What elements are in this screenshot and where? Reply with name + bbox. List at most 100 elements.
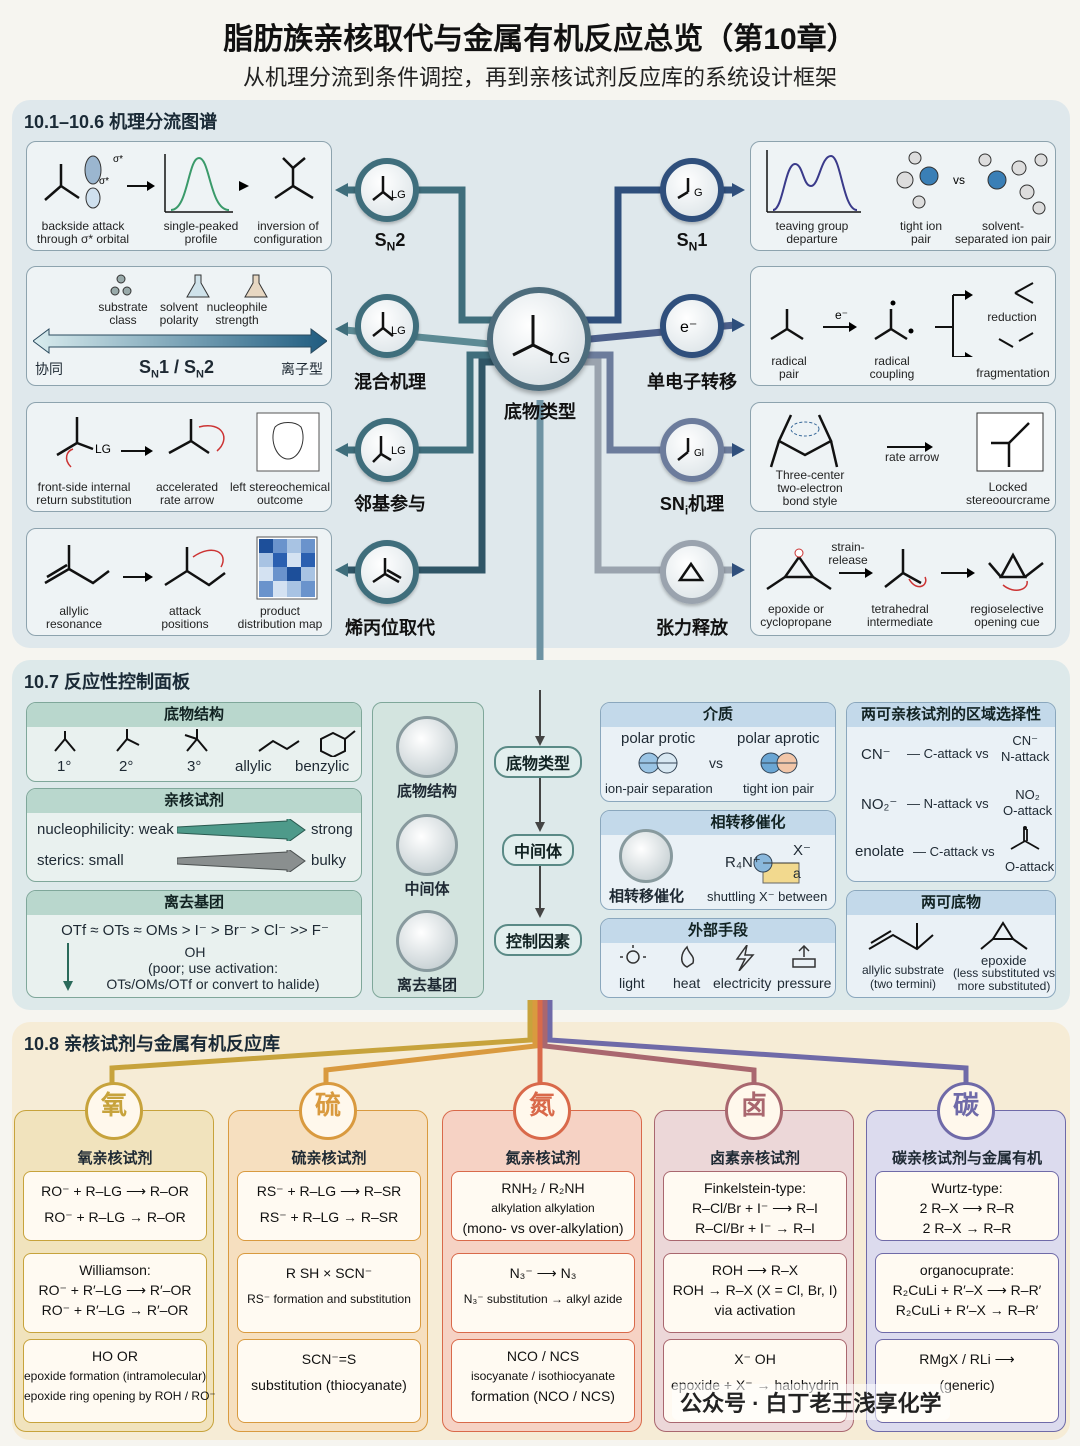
svg-text:LG: LG [391,445,406,457]
sn1-illustration: vs [757,146,1053,218]
flow-control-factors[interactable]: 控制因素 [494,924,582,956]
node-mixed[interactable]: LG [355,294,419,358]
sn2-label-2: single-peaked profile [151,220,251,246]
node-sn1[interactable]: G [660,158,724,222]
reaction-line: (mono- vs over-alkylation) [452,1218,634,1238]
allylic-label: 烯丙位取代 [320,614,460,640]
column-title: 碳亲核试剂与金属有机 [867,1147,1067,1168]
reaction-box: NCO / NCSisocyanate / isothiocyanateform… [451,1339,635,1423]
nucleophilicity-strong: strong [311,821,353,838]
watermark: 公众号 · 白丁老王浅享化学 [672,1384,950,1420]
element-badge: 碳 [937,1082,995,1140]
svg-text:σ*: σ* [99,176,109,187]
card-sn2: σ*σ* backside attack through σ* orbital … [26,141,332,251]
substrate-knob[interactable] [396,716,458,778]
reaction-line: epoxide ring opening by ROH / RO⁻ [24,1386,206,1406]
medium-protic: polar protic [621,730,695,747]
sn1-label: SN1 [622,230,762,254]
medium-vs: vs [709,755,723,771]
medium-aprotic-sub: tight ion pair [743,781,814,796]
card-allylic: allylic resonance attack positions produ… [26,528,332,636]
strain-label-3: tetrahedral intermediate [851,603,949,629]
light-icon [627,951,639,963]
knob-label-2: 中间体 [382,878,472,899]
flow-substrate-type[interactable]: 底物类型 [494,746,582,778]
ptc-knob[interactable] [619,829,673,883]
lightning-icon [737,945,753,971]
leaving-knob[interactable] [396,910,458,972]
substrate-type-hub: LG [487,287,591,391]
library-branch-lines [0,1000,1080,1090]
set-label-2: radical coupling [857,355,927,381]
sterics-arrow [177,850,307,872]
svg-text:vs: vs [953,173,965,187]
card-mixed: substrate class solvent polarity nucleop… [26,266,332,386]
ambident-enolate-right: O-attack [1005,859,1054,874]
element-badge: 卤 [725,1082,783,1140]
ngp-label-2: accelerated rate arrow [145,481,229,507]
ambident-enolate-mid: — C-attack vs [913,844,995,859]
panel-title: 介质 [601,703,835,727]
reaction-line: via activation [664,1300,846,1320]
sni-label: SNi机理 [622,490,762,518]
ngp-label: 邻基参与 [320,490,460,516]
reaction-line: RMgX / RLi ⟶ [876,1346,1058,1372]
library-column-1: 氧亲核试剂RO⁻ + R–LG ⟶ R–ORRO⁻ + R–LG → R–ORW… [14,1110,214,1432]
pressure-icon [793,959,815,967]
medium-ion-icons [631,751,821,775]
reaction-line: organocuprate: [876,1260,1058,1280]
node-set[interactable]: e⁻ [660,294,724,358]
reaction-line: HO OR [24,1346,206,1366]
reaction-line: RO⁻ + R′–LG ⟶ R′–OR [24,1280,206,1300]
ambident-enolate: enolate [855,843,904,860]
sn2-icon: LG [361,164,413,216]
leaving-group-order: OTf ≈ OTs ≈ OMs > I⁻ > Br⁻ > Cl⁻ >> F⁻ [27,921,362,939]
node-sn2[interactable]: LG [355,158,419,222]
panel-leaving-group: 离去基团 OTf ≈ OTs ≈ OMs > I⁻ > Br⁻ > Cl⁻ >>… [26,890,362,998]
reaction-box: Finkelstein-type:R–Cl/Br + I⁻ ⟶ R–IR–Cl/… [663,1171,847,1241]
intermediate-knob[interactable] [396,814,458,876]
strain-label-1: epoxide or cyclopropane [753,603,839,629]
reaction-line: RS⁻ + R–LG ⟶ R–SR [238,1178,420,1204]
node-ngp[interactable]: LG [355,418,419,482]
card-strain: epoxide or cyclopropane strain- release … [750,528,1056,636]
reaction-line: substitution (thiocyanate) [238,1372,420,1398]
ambident-no2-mid: — N-attack vs [907,796,989,811]
ngp-icon: LG [361,424,413,476]
node-strain[interactable] [660,540,724,604]
ambisub-epoxide: (less substituted vs more substituted) [951,967,1056,993]
allylic-label-1: allylic resonance [31,605,117,631]
strain-illustration [757,533,1053,603]
sterics-bulky: bulky [311,852,346,869]
reaction-line: isocyanate / isothiocyanate [452,1366,634,1386]
reaction-line: ROH ⟶ R–X [664,1260,846,1280]
sn1-label-1: teaving group departure [753,220,871,246]
reaction-line: RO⁻ + R′–LG → R′–OR [24,1300,206,1320]
knob-label-3: 离去基团 [382,974,472,995]
ambisub-icons [847,917,1056,957]
sni-label-1: Three-center two-electron bond style [755,469,865,508]
allylic-icon [361,546,413,598]
page-subtitle: 从机理分流到条件调控，再到亲核试剂反应库的系统设计框架 [0,60,1080,92]
strain-label-2: strain- release [821,541,875,567]
panel-title: 亲核试剂 [27,789,361,813]
reaction-box: R SH × SCN⁻RS⁻ formation and substitutio… [237,1253,421,1333]
sni-illustration [757,407,1053,477]
reaction-line: RO⁻ + R–LG ⟶ R–OR [24,1178,206,1204]
substrate-2: 2° [119,758,133,775]
sn1-icon: G [666,164,718,216]
mixed-factor-icons [107,271,307,299]
knob-label-1: 底物结构 [382,780,472,801]
svg-text:σ*: σ* [113,154,123,165]
panel-title: 离去基团 [27,891,361,915]
flow-intermediate[interactable]: 中间体 [502,834,574,866]
ambident-cn: CN⁻ [861,745,891,763]
node-sni[interactable]: Gl [660,418,724,482]
column-title: 卤素亲核试剂 [655,1147,855,1168]
allylic-label-3: product distribution map [227,605,333,631]
node-allylic[interactable] [355,540,419,604]
ambisub-allylic: allylic substrate (two termini) [851,963,955,991]
